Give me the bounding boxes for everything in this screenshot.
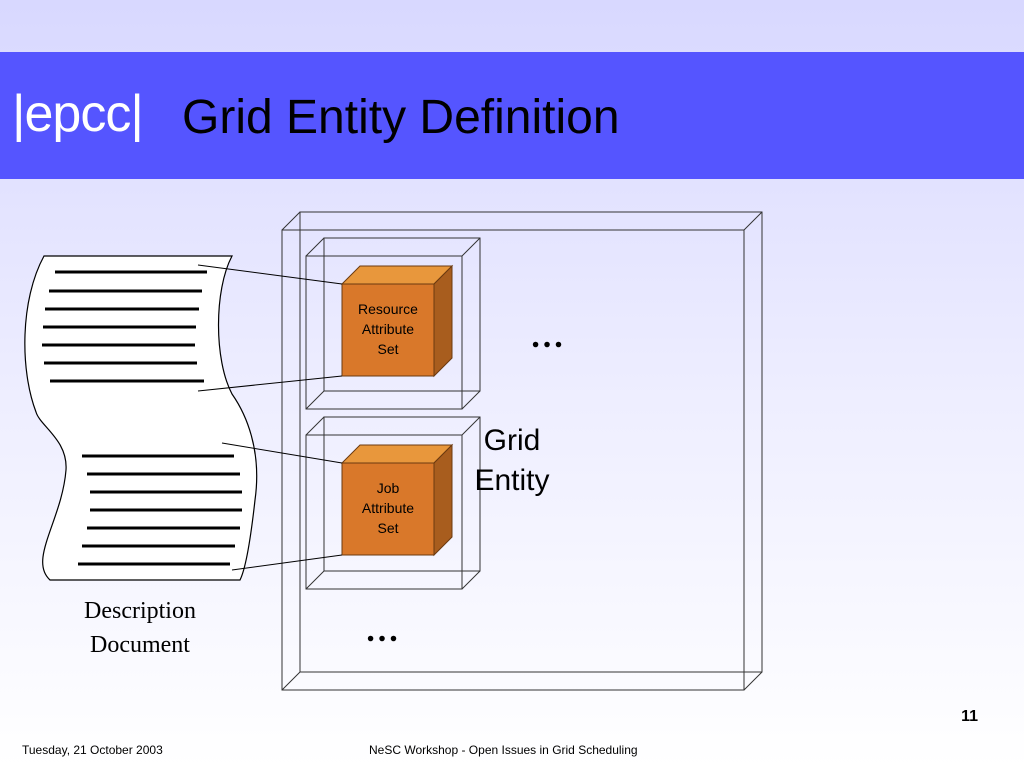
document-text-lines-bottom — [78, 454, 242, 566]
ellipsis-top: … — [530, 318, 565, 355]
resource-label-line-2: Attribute — [361, 321, 415, 337]
slide-title: Grid Entity Definition — [182, 91, 620, 144]
description-document — [24, 255, 258, 581]
resource-container-box — [305, 237, 481, 410]
epcc-logo: |epcc| — [12, 85, 144, 143]
job-label-line-3: Set — [377, 520, 399, 536]
title-bar — [0, 52, 1024, 179]
job-label-line-2: Attribute — [361, 500, 415, 516]
footer-date: Tuesday, 21 October 2003 — [22, 743, 163, 757]
grid-entity-line-1: Grid — [483, 424, 541, 457]
job-container-box — [305, 416, 481, 590]
description-line-2: Document — [90, 632, 190, 658]
resource-label-line-3: Set — [377, 341, 399, 357]
grid-entity-box — [281, 211, 763, 691]
document-text-lines-top — [42, 270, 207, 383]
job-label-line-1: Job — [376, 480, 400, 496]
grid-entity-label: Grid Entity — [462, 421, 562, 501]
description-document-label: Description Document — [50, 594, 230, 662]
page-number: 11 — [961, 708, 978, 725]
connector-lines — [197, 264, 343, 571]
resource-attribute-cube — [340, 264, 454, 378]
description-line-1: Description — [84, 598, 196, 624]
resource-label-line-1: Resource — [358, 301, 418, 317]
ellipsis-bottom: … — [365, 612, 400, 649]
grid-entity-line-2: Entity — [474, 464, 550, 497]
footer-event: NeSC Workshop - Open Issues in Grid Sche… — [369, 743, 638, 757]
resource-attribute-set-label: Resource Attribute Set — [341, 299, 435, 359]
job-attribute-cube — [340, 443, 454, 557]
job-attribute-set-label: Job Attribute Set — [341, 478, 435, 538]
